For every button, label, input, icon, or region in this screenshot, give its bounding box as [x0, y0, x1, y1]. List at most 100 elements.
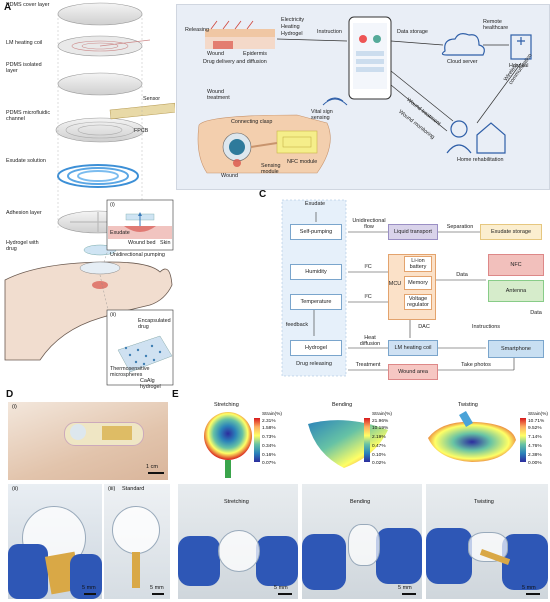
c-mcu: MCU: [388, 281, 402, 287]
inset-ii-label: (ii): [110, 312, 116, 318]
c-exudate: Exudate: [304, 201, 326, 207]
nfc-module-rect: [276, 130, 318, 154]
c-smartphone: Smartphone: [488, 340, 544, 358]
b-wound: Wound: [207, 51, 224, 57]
c-instructions: Instructions: [471, 324, 501, 330]
b-wound-treatment-left: Wound treatment: [207, 89, 230, 101]
c-i2c-1: I²C: [364, 264, 372, 270]
panel-label-a: A: [4, 2, 12, 13]
label-microfluidic: PDMS microfluidic channel: [6, 110, 51, 122]
e-stretch-tick-2: 0.73%: [262, 435, 276, 440]
c-exudate-storage: Exudate storage: [480, 224, 542, 240]
layer-pdms-isolated: [57, 72, 143, 96]
inset-ii-gel: CaAlg hydrogel: [140, 378, 161, 390]
c-treatment: Treatment: [355, 362, 381, 368]
d-scale-3: 5 mm: [150, 585, 164, 591]
e-legend-bar-2: [364, 418, 370, 462]
photo-e-twisting: [426, 484, 548, 599]
b-data-storage: Data storage: [397, 29, 428, 35]
b-electricity: Electricity: [281, 17, 305, 23]
panel-c-diagram: Exudate Self-pumping Unidirectional flow…: [260, 190, 548, 386]
label-lm-coil: LM heating coil: [6, 40, 43, 46]
e-twist-tick-0: 10.71%: [528, 419, 545, 424]
b-sensing: Sensing module: [261, 163, 281, 175]
b-cloud: Cloud server: [447, 59, 478, 65]
c-self-pumping: Self-pumping: [290, 224, 342, 240]
b-remote: Remote healthcare: [483, 19, 509, 31]
inset-ii-drug: Encapsulated drug: [138, 318, 171, 330]
c-take-photos: Take photos: [461, 362, 491, 368]
label-hydrogel-drug: Hydrogel with drug: [6, 240, 39, 252]
panel-a-exploded-view: PDMS cover layer LM heating coil PDMS is…: [0, 0, 176, 390]
b-wound2: Wound: [221, 173, 238, 179]
b-clasp: Connecting clasp: [231, 119, 273, 125]
e-scale-bar-1: [278, 593, 292, 595]
e-sim-title-bending: Bending: [332, 402, 353, 408]
e-photo-twisting-label: Twisting: [474, 499, 494, 505]
b-nfc: NFC module: [287, 159, 318, 165]
e-bend-tick-1: 10.19%: [372, 426, 389, 431]
e-bend-tick-5: 0.02%: [372, 461, 386, 466]
e-stretch-tick-1: 1.58%: [262, 426, 276, 431]
c-drug-releasing: Drug releasing: [296, 361, 332, 367]
c-data-1: Data: [456, 272, 468, 278]
e-legend-bar-1: [254, 418, 260, 462]
b-hydrogel: Hydrogel: [281, 31, 303, 37]
c-regulator: Voltage regulator: [404, 294, 432, 310]
c-nfc: NFC: [488, 254, 544, 276]
e-scale-bar-3: [526, 593, 540, 595]
label-adhesion: Adhesion layer: [6, 210, 42, 216]
e-sim-title-stretching: Stretching: [214, 402, 239, 408]
c-wound-area: Wound area: [388, 364, 438, 380]
sim-stretch-tail: [225, 460, 231, 478]
photo-e-stretching: [178, 484, 298, 599]
e-bend-tick-0: 21.96%: [372, 419, 389, 424]
e-scale-3: 5 mm: [522, 585, 536, 591]
e-twist-tick-2: 7.14%: [528, 435, 542, 440]
d-scale-2: 5 mm: [82, 585, 96, 591]
sim-stretch-disc: [204, 412, 252, 460]
d-i-label: (i): [12, 404, 17, 410]
d-scale-bar-1: [148, 472, 164, 474]
d-scale-1: 1 cm: [146, 464, 158, 470]
e-stretch-tick-5: 0.07%: [262, 461, 276, 466]
panel-label-e: E: [172, 389, 179, 400]
b-heating: Heating: [281, 24, 300, 30]
d-standard-label: Standard: [122, 486, 145, 492]
label-pdms-isolated: PDMS isolated layer: [6, 62, 42, 74]
fpcb-strip: [109, 102, 176, 120]
hospital-icon: [510, 34, 532, 60]
photo-d-iii-standard: [104, 484, 170, 599]
cloud-icon: [441, 33, 485, 56]
b-drug-delivery: Drug delivery and diffusion: [203, 59, 267, 65]
e-bend-tick-2: 2.19%: [372, 435, 386, 440]
exploded-layers-drawing: [4, 2, 176, 386]
panel-label-d: D: [6, 389, 14, 400]
e-photo-bending-label: Bending: [350, 499, 371, 505]
c-heat-diffusion: Heat diffusion: [359, 335, 381, 347]
c-feedback: feedback: [285, 322, 309, 328]
b-home: Home rehabilitation: [457, 157, 504, 163]
inset-i-caption: Unidirectional pumping: [110, 252, 165, 258]
c-lm-coil: LM heating coil: [388, 340, 438, 356]
e-legend-title-2: Strain(%): [372, 412, 392, 417]
c-dac: DAC: [418, 324, 430, 330]
d-iii-label: (iii): [108, 486, 116, 492]
e-scale-2: 5 mm: [398, 585, 412, 591]
e-twist-tick-3: 4.76%: [528, 444, 542, 449]
label-pdms-cover: PDMS cover layer: [6, 2, 50, 8]
b-vital: Vital sign sensing: [311, 109, 333, 121]
c-humidity: Humidity: [290, 264, 342, 280]
inset-i-skin: Skin: [160, 240, 171, 246]
layer-pdms-cover: [57, 2, 143, 26]
e-legend-title-3: Strain(%): [528, 412, 548, 417]
sim-twist-shape: [428, 421, 516, 462]
e-sim-title-twisting: Twisting: [458, 402, 478, 408]
e-photo-stretching-label: Stretching: [224, 499, 249, 505]
panel-label-c: C: [259, 189, 267, 200]
c-memory: Memory: [404, 276, 432, 290]
e-bend-tick-4: 0.10%: [372, 453, 386, 458]
d-scale-bar-2: [84, 593, 96, 595]
c-uni-flow: Unidirectional flow: [352, 218, 386, 230]
overview-drawing: [197, 16, 532, 174]
